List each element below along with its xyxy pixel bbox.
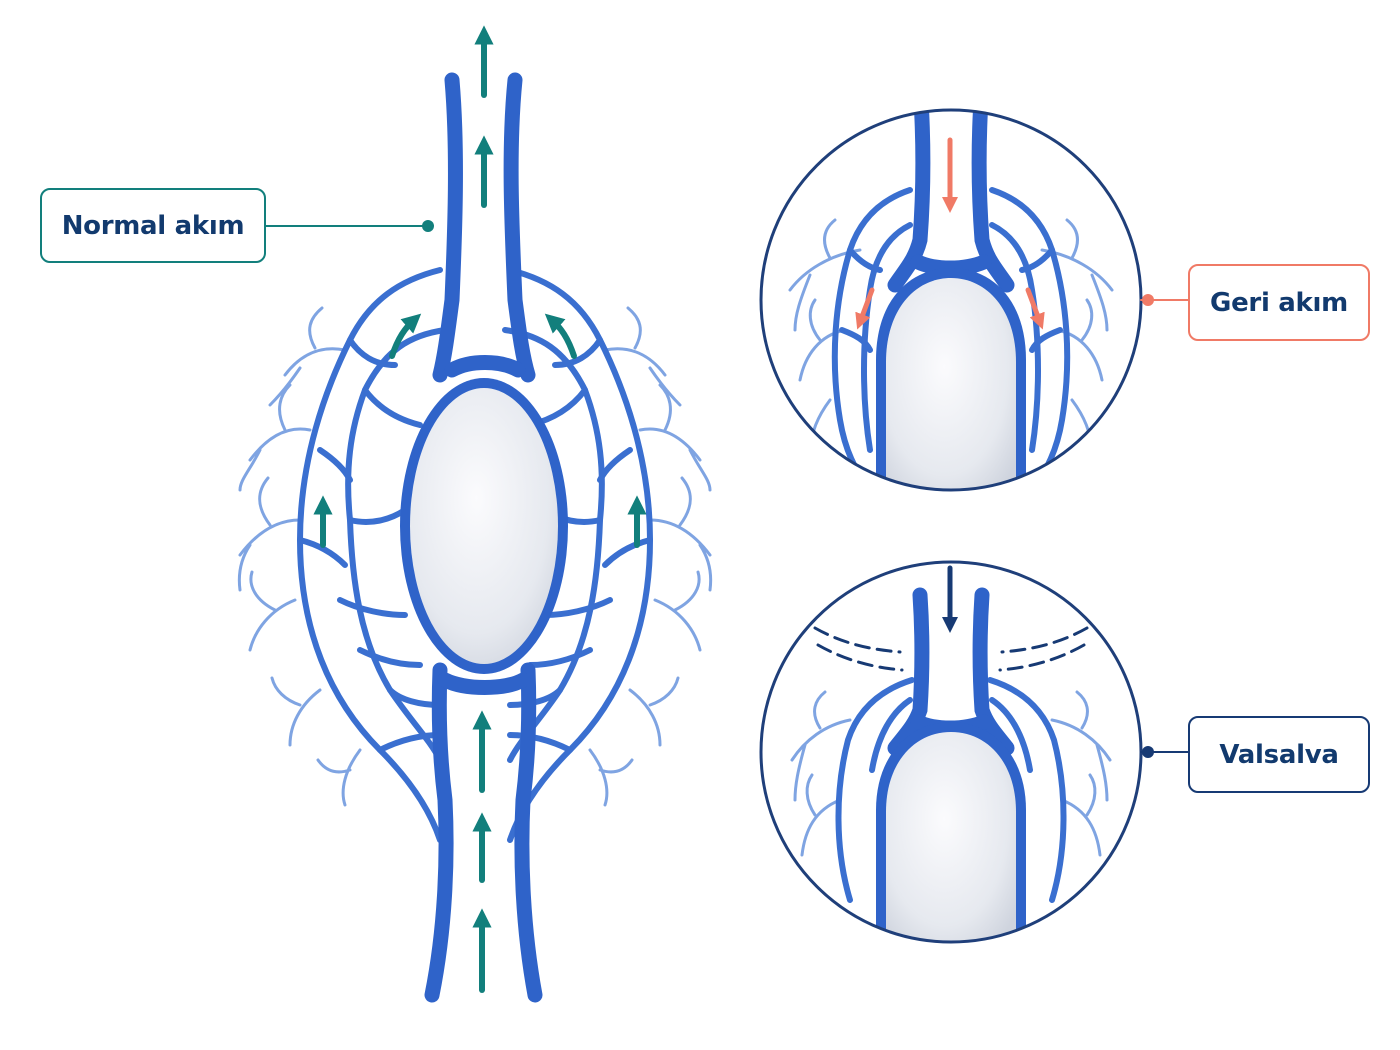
normal-flow-label: Normal akım <box>40 188 266 263</box>
reflux-inset <box>761 100 1188 500</box>
normal-label-connector <box>266 220 434 232</box>
reflux-label: Geri akım <box>1188 264 1370 341</box>
pressure-lines <box>815 628 1087 670</box>
testis <box>410 388 558 664</box>
valsalva-inset <box>761 562 1188 950</box>
valsalva-label: Valsalva <box>1188 716 1370 793</box>
